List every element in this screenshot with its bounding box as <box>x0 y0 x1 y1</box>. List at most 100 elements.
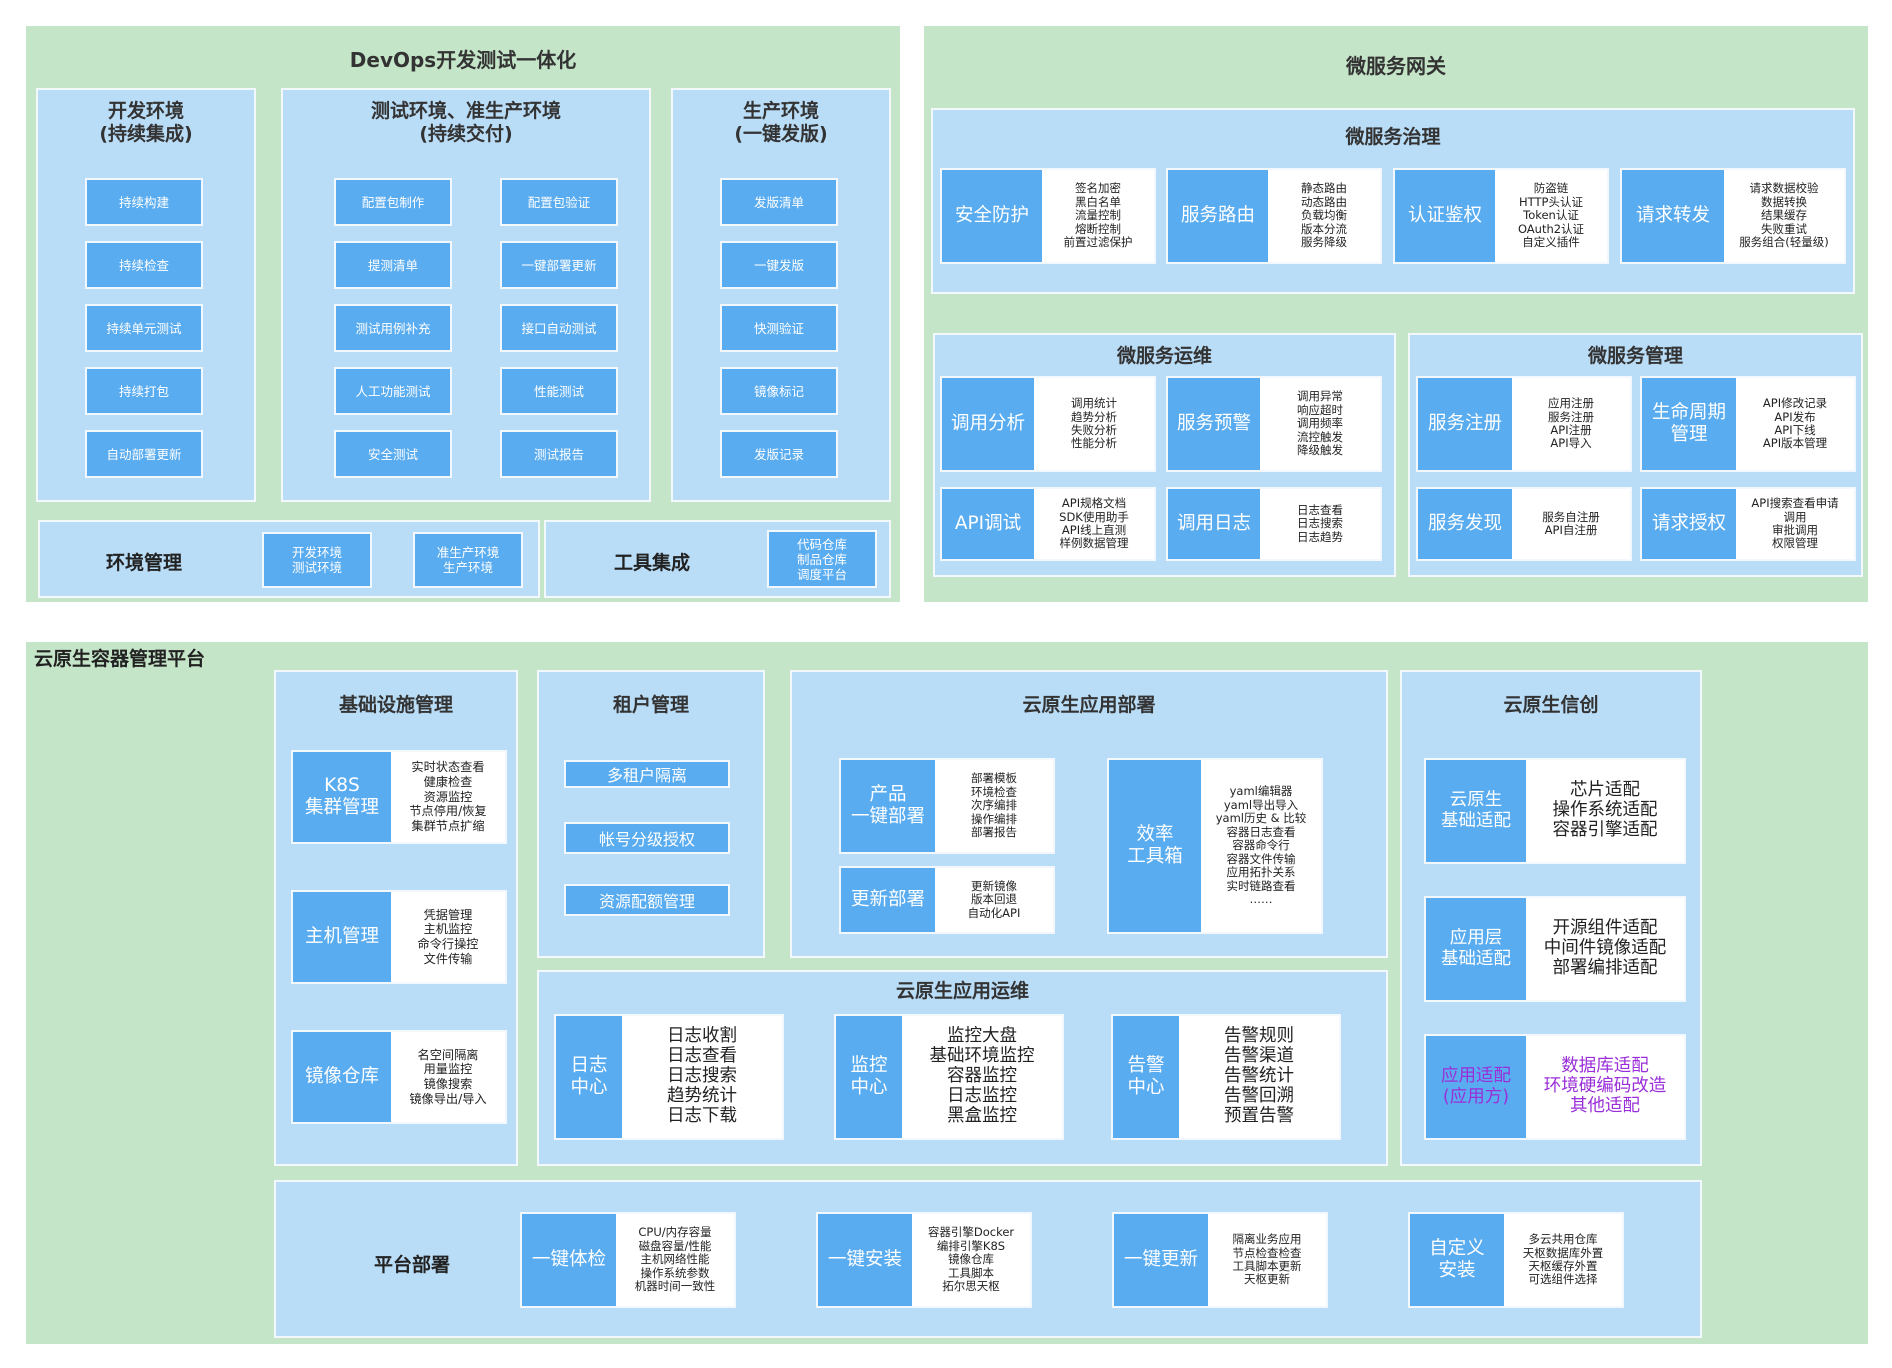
dev-item-1[interactable]: 持续构建 <box>85 178 203 226</box>
ops-card-detail: 调用统计 趋势分析 失败分析 性能分析 <box>1071 396 1117 451</box>
appops-title: 云原生应用运维 <box>895 980 1029 1002</box>
platform-card-label: 一键更新 <box>1114 1214 1208 1306</box>
xinchuang-title: 云原生信创 <box>1503 694 1599 716</box>
appops-card-log: 日志 中心 日志收割 日志查看 日志搜索 趋势统计 日志下载 <box>554 1014 784 1140</box>
tenant-item-2[interactable]: 帐号分级授权 <box>564 822 730 854</box>
test-item-2[interactable]: 配置包验证 <box>500 178 618 226</box>
platform-card-label: 自定义 安装 <box>1410 1214 1504 1306</box>
mgmt-card-detail: 应用注册 服务注册 API注册 API导入 <box>1548 396 1594 451</box>
gov-card-label: 请求转发 <box>1622 170 1724 262</box>
deploy-card-label: 更新部署 <box>841 868 935 932</box>
appops-card-label: 告警 中心 <box>1113 1016 1179 1138</box>
mgmt-card-register: 服务注册 应用注册 服务注册 API注册 API导入 <box>1416 376 1632 472</box>
mgmt-card-label: 生命周期 管理 <box>1642 378 1736 470</box>
test-item-3[interactable]: 提测清单 <box>334 241 452 289</box>
test-item-7[interactable]: 人工功能测试 <box>334 367 452 415</box>
env-item-2[interactable]: 准生产环境 生产环境 <box>413 532 523 588</box>
gov-card-label: 认证鉴权 <box>1395 170 1495 262</box>
test-item-8[interactable]: 性能测试 <box>500 367 618 415</box>
gov-card-routing: 服务路由 静态路由 动态路由 负载均衡 版本分流 服务降级 <box>1166 168 1382 264</box>
platform-card-label: 一键体检 <box>522 1214 616 1306</box>
deploy-card-label: 效率 工具箱 <box>1109 760 1201 932</box>
platform-card-update: 一键更新 隔离业务应用 节点检查检查 工具脚本更新 天枢更新 <box>1112 1212 1328 1308</box>
env-mgmt-title: 环境管理 <box>106 552 183 574</box>
xc-card-label: 应用适配 (应用方) <box>1426 1036 1526 1138</box>
devops-title: DevOps开发测试一体化 <box>349 48 577 72</box>
ops-card-analysis: 调用分析 调用统计 趋势分析 失败分析 性能分析 <box>940 376 1156 472</box>
mgmt-card-authorize: 请求授权 API搜索查看申请 调用 审批调用 权限管理 <box>1640 487 1856 561</box>
infra-card-detail: 实时状态查看 健康检查 资源监控 节点停用/恢复 集群节点扩缩 <box>409 760 487 833</box>
gov-card-detail: 防盗链 HTTP头认证 Token认证 OAuth2认证 自定义插件 <box>1517 181 1585 250</box>
tenant-item-1[interactable]: 多租户隔离 <box>564 760 730 788</box>
gov-card-security: 安全防护 签名加密 黑白名单 流量控制 熔断控制 前置过滤保护 <box>940 168 1156 264</box>
infra-card-detail: 名空间隔离 用量监控 镜像搜索 镜像导出/导入 <box>409 1047 487 1106</box>
dev-env-title: 开发环境 (持续集成) <box>99 100 193 146</box>
gov-card-label: 服务路由 <box>1168 170 1268 262</box>
dev-item-2[interactable]: 持续检查 <box>85 241 203 289</box>
test-item-4[interactable]: 一键部署更新 <box>500 241 618 289</box>
prod-item-4[interactable]: 镜像标记 <box>720 367 838 415</box>
ops-card-label: 调用分析 <box>942 378 1034 470</box>
mgmt-card-label: 服务注册 <box>1418 378 1512 470</box>
tools-item[interactable]: 代码仓库 制品仓库 调度平台 <box>767 530 877 588</box>
appops-card-detail: 监控大盘 基础环境监控 容器监控 日志监控 黑盒监控 <box>929 1026 1035 1126</box>
ops-card-alert: 服务预警 调用异常 响应超时 调用频率 流控触发 降级触发 <box>1166 376 1382 472</box>
infra-card-label: 镜像仓库 <box>293 1032 391 1122</box>
platform-card-detail: 多云共用仓库 天枢数据库外置 天枢缓存外置 可选组件选择 <box>1522 1232 1604 1287</box>
tools-title: 工具集成 <box>614 552 691 574</box>
deploy-card-detail: yaml编辑器 yaml导出导入 yaml历史 & 比较 容器日志查看 容器命令… <box>1215 784 1307 907</box>
mgmt-card-detail: 服务自注册 API自注册 <box>1542 509 1600 537</box>
dev-item-5[interactable]: 自动部署更新 <box>85 430 203 478</box>
ops-card-detail: 日志查看 日志搜索 日志趋势 <box>1297 502 1343 544</box>
xc-card-label: 应用层 基础适配 <box>1426 898 1526 1000</box>
infra-title: 基础设施管理 <box>338 694 453 716</box>
infra-card-host: 主机管理 凭据管理 主机监控 命令行操控 文件传输 <box>291 890 507 984</box>
ops-card-api-debug: API调试 API规格文档 SDK使用助手 API线上直测 样例数据管理 <box>940 487 1156 561</box>
test-item-6[interactable]: 接口自动测试 <box>500 304 618 352</box>
test-item-5[interactable]: 测试用例补充 <box>334 304 452 352</box>
test-item-1[interactable]: 配置包制作 <box>334 178 452 226</box>
deploy-card-update: 更新部署 更新镜像 版本回退 自动化API <box>839 866 1055 934</box>
test-env-title: 测试环境、准生产环境 (持续交付) <box>370 100 561 146</box>
gov-card-detail: 签名加密 黑白名单 流量控制 熔断控制 前置过滤保护 <box>1063 181 1133 250</box>
appops-card-detail: 告警规则 告警渠道 告警统计 告警回溯 预置告警 <box>1224 1026 1294 1126</box>
env-item-1[interactable]: 开发环境 测试环境 <box>262 532 372 588</box>
appops-card-label: 日志 中心 <box>556 1016 622 1138</box>
deploy-title: 云原生应用部署 <box>1022 694 1156 716</box>
mgmt-card-discovery: 服务发现 服务自注册 API自注册 <box>1416 487 1632 561</box>
gov-card-detail: 静态路由 动态路由 负载均衡 版本分流 服务降级 <box>1301 181 1347 250</box>
test-item-9[interactable]: 安全测试 <box>334 430 452 478</box>
mgmt-card-lifecycle: 生命周期 管理 API修改记录 API发布 API下线 API版本管理 <box>1640 376 1856 472</box>
prod-item-3[interactable]: 快测验证 <box>720 304 838 352</box>
platform-card-custom: 自定义 安装 多云共用仓库 天枢数据库外置 天枢缓存外置 可选组件选择 <box>1408 1212 1624 1308</box>
gov-card-detail: 请求数据校验 数据转换 结果缓存 失败重试 服务组合(轻量级) <box>1739 181 1829 250</box>
ops-card-detail: API规格文档 SDK使用助手 API线上直测 样例数据管理 <box>1059 496 1129 551</box>
deploy-card-toolbox: 效率 工具箱 yaml编辑器 yaml导出导入 yaml历史 & 比较 容器日志… <box>1107 758 1323 934</box>
test-item-10[interactable]: 测试报告 <box>500 430 618 478</box>
prod-item-1[interactable]: 发版清单 <box>720 178 838 226</box>
mgmt-card-label: 请求授权 <box>1642 489 1736 559</box>
dev-item-4[interactable]: 持续打包 <box>85 367 203 415</box>
dev-item-3[interactable]: 持续单元测试 <box>85 304 203 352</box>
appops-card-detail: 日志收割 日志查看 日志搜索 趋势统计 日志下载 <box>667 1026 737 1126</box>
gov-card-forward: 请求转发 请求数据校验 数据转换 结果缓存 失败重试 服务组合(轻量级) <box>1620 168 1846 264</box>
gov-card-auth: 认证鉴权 防盗链 HTTP头认证 Token认证 OAuth2认证 自定义插件 <box>1393 168 1609 264</box>
xc-card-detail: 开源组件适配 中间件镜像适配 部署编排适配 <box>1543 918 1667 978</box>
platform-title: 平台部署 <box>374 1254 451 1276</box>
xc-card-app-adapt: 应用适配 (应用方) 数据库适配 环境硬编码改造 其他适配 <box>1424 1034 1686 1140</box>
tenant-item-3[interactable]: 资源配额管理 <box>564 884 730 916</box>
cloud-title: 云原生容器管理平台 <box>34 648 206 670</box>
prod-item-5[interactable]: 发版记录 <box>720 430 838 478</box>
xc-card-label: 云原生 基础适配 <box>1426 760 1526 862</box>
infra-card-label: K8S 集群管理 <box>293 752 391 842</box>
deploy-card-oneclick: 产品 一键部署 部署模板 环境检查 次序编排 操作编排 部署报告 <box>839 758 1055 854</box>
infra-card-registry: 镜像仓库 名空间隔离 用量监控 镜像搜索 镜像导出/导入 <box>291 1030 507 1124</box>
ops-card-call-log: 调用日志 日志查看 日志搜索 日志趋势 <box>1166 487 1382 561</box>
ms-ops-title: 微服务运维 <box>1116 345 1212 367</box>
prod-item-2[interactable]: 一键发版 <box>720 241 838 289</box>
mgmt-card-label: 服务发现 <box>1418 489 1512 559</box>
platform-card-install: 一键安装 容器引擎Docker 编排引擎K8S 镜像仓库 工具脚本 拓尔思天枢 <box>816 1212 1032 1308</box>
deploy-card-label: 产品 一键部署 <box>841 760 935 852</box>
ops-card-label: 服务预警 <box>1168 378 1260 470</box>
ops-card-label: 调用日志 <box>1168 489 1260 559</box>
